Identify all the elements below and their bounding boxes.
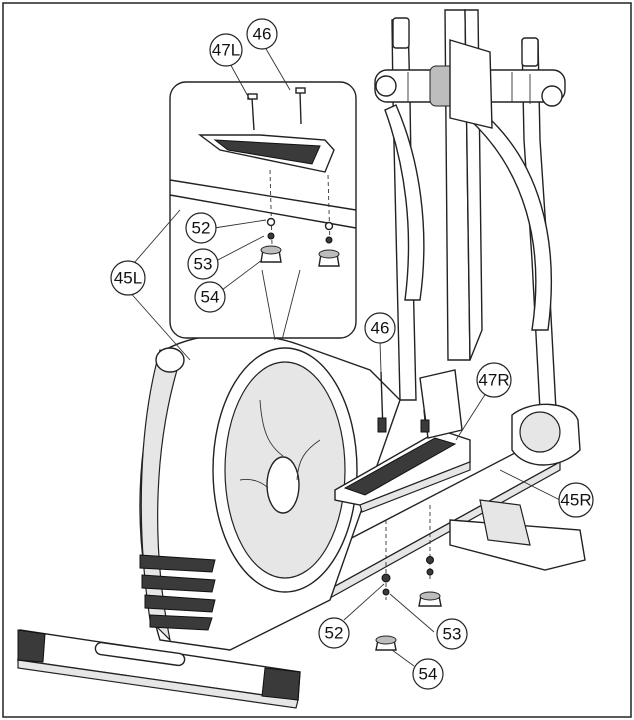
flywheel-housing [139,333,401,651]
callout-46-top: 46 [246,18,278,50]
callout-45L-label: 45L [114,269,142,288]
callout-54-top-label: 54 [201,288,220,307]
front-stabilizer [17,629,301,709]
callout-52-top: 52 [185,212,217,244]
callout-45L: 45L [110,260,146,296]
callout-54-bot-label: 54 [419,665,438,684]
callout-52-bot: 52 [318,617,350,649]
callout-54-top: 54 [194,281,226,313]
callout-45R-label: 45R [560,491,591,510]
callout-46-top-label: 46 [253,25,272,44]
callout-52-bot-label: 52 [325,624,344,643]
callout-47L: 47L [209,33,243,67]
callout-54-bot: 54 [412,658,444,690]
callout-53-bot-label: 53 [443,625,462,644]
leader-lines [127,41,561,667]
callout-47R-label: 47R [478,371,509,390]
main-frame [279,403,586,609]
callout-53-top: 53 [187,248,219,280]
callout-47R: 47R [476,362,512,398]
callout-46-mid: 46 [364,312,396,344]
callout-45R: 45R [558,482,594,518]
callout-52-top-label: 52 [192,219,211,238]
upright-assembly [374,9,566,411]
callout-47L-label: 47L [212,41,240,60]
callout-46-mid-label: 46 [371,319,390,338]
detail-inset [169,81,357,341]
callout-53-top-label: 53 [194,255,213,274]
pedal-right [334,369,471,651]
callout-53-bot: 53 [436,618,468,650]
